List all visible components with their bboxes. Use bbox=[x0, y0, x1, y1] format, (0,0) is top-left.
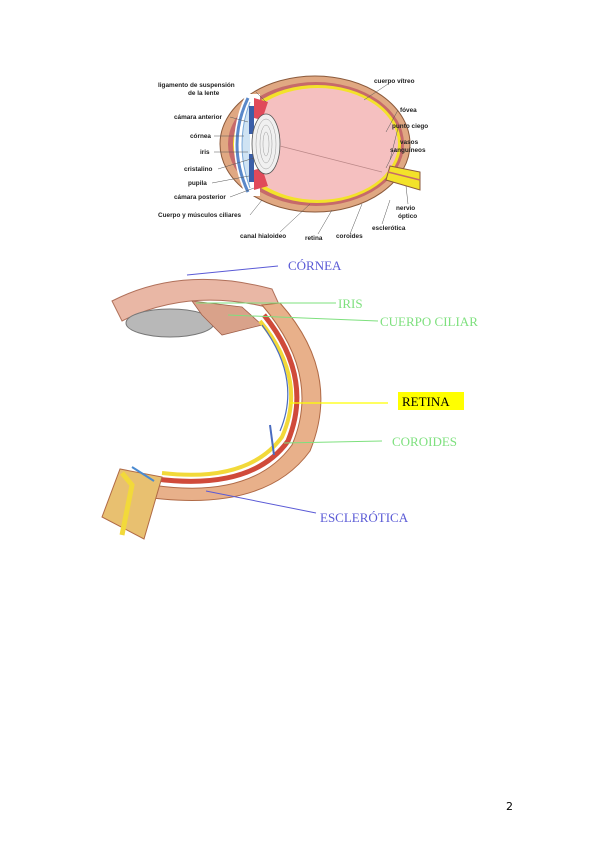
label-nervio-2: óptico bbox=[398, 213, 417, 220]
label-vasos-2: sanguíneos bbox=[390, 147, 426, 154]
page-number: 2 bbox=[506, 800, 513, 813]
label-canal: canal hialoideo bbox=[240, 233, 286, 240]
pointer-ciliar bbox=[227, 314, 379, 322]
cornea-shape bbox=[235, 97, 250, 193]
lens-shape bbox=[251, 113, 281, 175]
label-cornea-big: CÓRNEA bbox=[288, 258, 342, 273]
eye-anatomy-diagram: ligamento de suspensión de la lente cáma… bbox=[158, 75, 428, 242]
pointer-cornea bbox=[186, 265, 279, 276]
ciliary-wall-shape bbox=[191, 300, 263, 336]
optic-nerve-wall-shape bbox=[101, 468, 163, 540]
label-cuerpo-musculos: Cuerpo y músculos ciliares bbox=[158, 212, 242, 219]
anterior-chamber-shape bbox=[241, 101, 251, 189]
label-esclerotica: esclerótica bbox=[372, 225, 406, 232]
pointer-esclerotica bbox=[205, 490, 317, 514]
label-fovea: fóvea bbox=[400, 107, 417, 114]
label-ligamento-2: de la lente bbox=[188, 90, 220, 97]
label-ligamento: ligamento de suspensión bbox=[158, 82, 235, 89]
label-vasos: vasos bbox=[400, 139, 419, 146]
optic-nerve-shape bbox=[385, 165, 421, 191]
label-coroides: coroides bbox=[336, 233, 363, 240]
pointer-coroides bbox=[283, 440, 383, 444]
retina-wall-shape bbox=[161, 319, 294, 477]
ciliary-lower-shape bbox=[254, 168, 268, 190]
retina-highlight bbox=[398, 392, 464, 410]
label-camara-posterior: cámara posterior bbox=[174, 194, 226, 201]
label-cuerpo-ciliar-big: CUERPO CILIAR bbox=[380, 314, 478, 329]
iris-upper-shape bbox=[249, 106, 254, 134]
label-cuerpo-vitreo: cuerpo vítreo bbox=[374, 78, 415, 85]
label-nervio: nervio bbox=[396, 205, 415, 212]
hyaloid-canal-shape bbox=[279, 145, 383, 173]
ciliary-upper-shape bbox=[254, 98, 268, 120]
label-punto-ciego: punto ciego bbox=[392, 123, 428, 130]
label-iris-big: IRIS bbox=[338, 296, 363, 311]
label-camara-anterior: cámara anterior bbox=[174, 114, 222, 121]
eye-wall-diagram: CÓRNEA IRIS CUERPO CILIAR RETINA COROIDE… bbox=[101, 258, 478, 540]
vitreous-shape bbox=[238, 88, 398, 200]
choroid-wall-shape bbox=[155, 313, 300, 484]
label-pupila: pupila bbox=[188, 180, 207, 187]
label-cornea: córnea bbox=[190, 133, 211, 140]
label-cristalino: cristalino bbox=[184, 166, 213, 173]
label-retina-big: RETINA bbox=[402, 394, 450, 409]
label-iris: iris bbox=[200, 149, 210, 156]
label-esclerotica-big: ESCLERÓTICA bbox=[320, 510, 409, 525]
label-coroides-big: COROIDES bbox=[392, 434, 457, 449]
label-retina: retina bbox=[305, 235, 323, 242]
iris-lower-shape bbox=[249, 154, 254, 182]
